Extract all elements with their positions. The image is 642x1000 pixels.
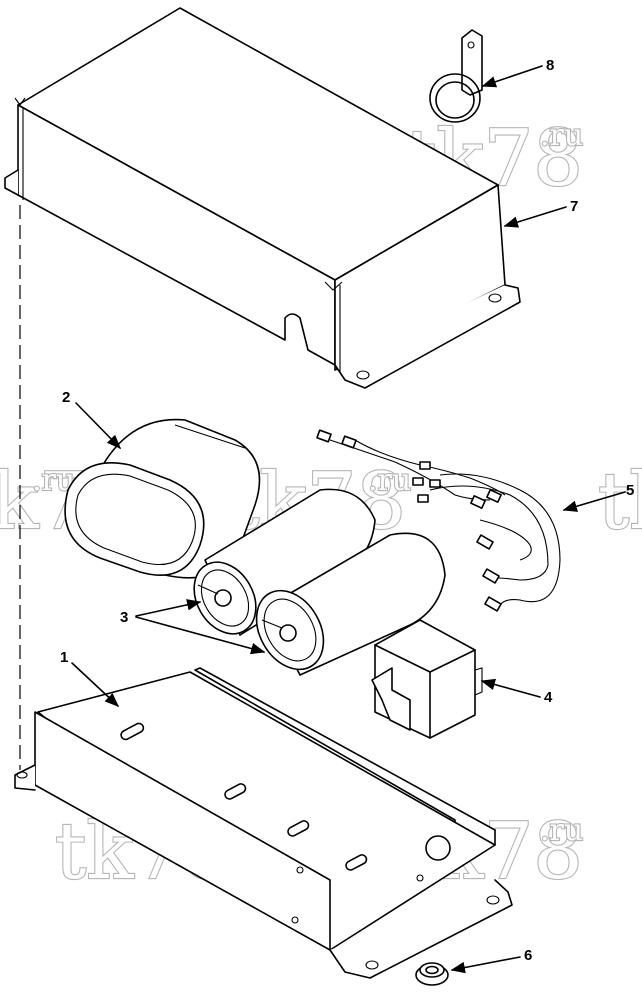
svg-text:.ru: .ru	[368, 463, 411, 498]
oval-capacitor-part	[64, 418, 261, 579]
svg-text:2: 2	[62, 389, 70, 406]
grommet-part	[415, 962, 449, 986]
svg-text:.ru: .ru	[540, 118, 583, 153]
svg-text:8: 8	[546, 57, 554, 74]
callout-8: 8	[481, 57, 554, 88]
relay-part	[371, 619, 483, 739]
svg-text:.ru: .ru	[540, 813, 583, 848]
callout-7: 7	[503, 198, 578, 228]
callout-1: 1	[60, 649, 120, 707]
wire-harness-part	[316, 429, 561, 612]
callout-3: 3	[120, 599, 266, 655]
round-capacitor-small-part	[193, 488, 376, 636]
cover-part	[4, 7, 521, 389]
callout-5: 5	[562, 482, 634, 512]
svg-text:3: 3	[120, 609, 128, 626]
svg-text:tk78: tk78	[598, 457, 642, 547]
base-plate-part	[14, 667, 513, 979]
round-capacitor-large-part	[255, 532, 446, 676]
svg-text:7: 7	[570, 198, 578, 215]
callout-2: 2	[62, 389, 122, 450]
clamp-part	[429, 29, 483, 123]
callout-6: 6	[450, 947, 532, 974]
watermark-middle-right: tk78	[597, 456, 642, 548]
svg-text:5: 5	[626, 482, 634, 499]
svg-text:4: 4	[544, 689, 553, 706]
svg-text:1: 1	[60, 649, 68, 666]
svg-text:6: 6	[524, 947, 532, 964]
callout-4: 4	[480, 678, 553, 706]
